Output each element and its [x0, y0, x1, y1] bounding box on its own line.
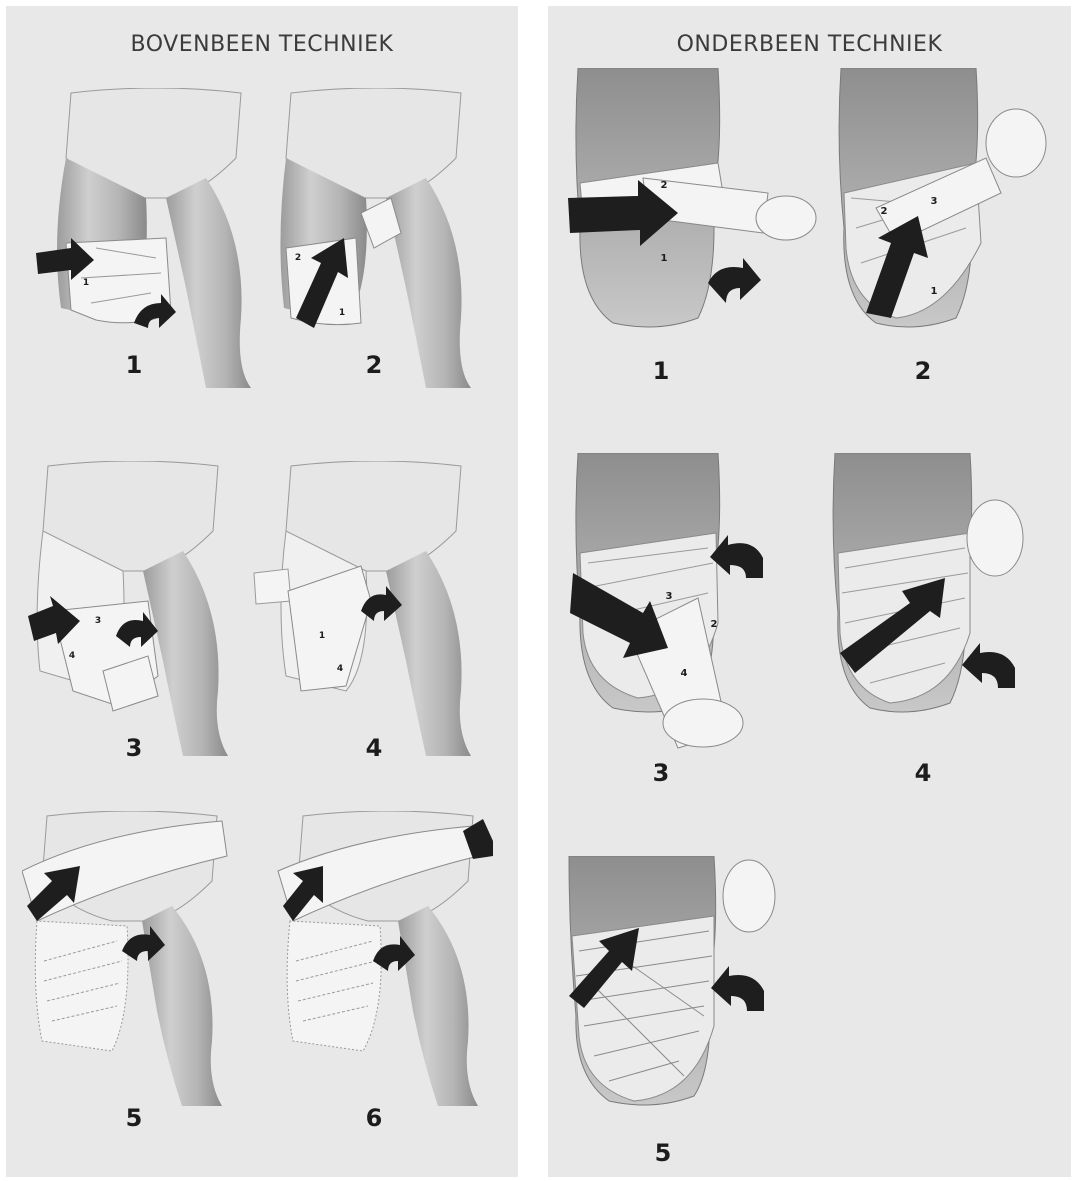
step-number: 6	[359, 1104, 389, 1132]
callout-label: 1	[928, 286, 940, 297]
callout-label: 3	[92, 616, 104, 626]
step-number: 5	[648, 1139, 678, 1167]
bandage-roll-icon	[254, 569, 291, 604]
callout-label: 3	[928, 196, 940, 207]
illustration-step-1: 1	[36, 88, 266, 398]
callout-label: 1	[80, 278, 92, 288]
callout-label: 4	[334, 664, 346, 674]
callout-label: 2	[708, 619, 720, 630]
step-number: 3	[646, 759, 676, 787]
onderbeen-panel: ONDERBEEN TECHNIEK 2 1 1 2 3 1 2	[548, 6, 1071, 1177]
curved-arrow-icon	[962, 643, 1015, 688]
step-number: 4	[359, 734, 389, 762]
callout-label: 2	[878, 206, 890, 217]
step-number: 1	[646, 357, 676, 385]
callout-label: 4	[678, 668, 690, 679]
illustration-step-2: 2 3 1	[836, 68, 1061, 338]
step-number: 3	[119, 734, 149, 762]
illustration-step-3: 3 4	[28, 461, 258, 761]
illustration-step-6	[268, 811, 508, 1111]
curved-arrow-icon	[711, 966, 764, 1011]
callout-label: 2	[292, 253, 304, 263]
bandage-roll-icon	[723, 860, 775, 932]
illustration-step-3: 3 2 4	[568, 453, 813, 753]
bandage-roll-icon	[663, 699, 743, 747]
panel-title: BOVENBEEN TECHNIEK	[6, 32, 518, 57]
step-number: 4	[908, 759, 938, 787]
illustration-step-5	[22, 811, 252, 1111]
step-number: 2	[359, 351, 389, 379]
callout-label: 2	[658, 180, 670, 191]
bandage-roll-icon	[967, 500, 1023, 576]
callout-label: 1	[336, 308, 348, 318]
callout-label: 3	[663, 591, 675, 602]
bandage-roll-icon	[756, 196, 816, 240]
step-number: 1	[119, 351, 149, 379]
callout-label: 4	[66, 651, 78, 661]
bandage-roll-icon	[986, 109, 1046, 177]
bovenbeen-panel: BOVENBEEN TECHNIEK 1 1 2 1 2	[6, 6, 518, 1177]
step-number: 5	[119, 1104, 149, 1132]
callout-label: 1	[316, 631, 328, 641]
panel-title: ONDERBEEN TECHNIEK	[548, 32, 1071, 57]
illustration-step-4	[830, 453, 1060, 733]
illustration-step-1: 2 1	[568, 68, 823, 338]
curved-arrow-icon	[708, 258, 761, 303]
illustration-step-2: 2 1	[276, 88, 506, 398]
callout-label: 1	[658, 253, 670, 264]
step-number: 2	[908, 357, 938, 385]
illustration-step-5	[564, 856, 794, 1116]
illustration-step-4: 1 4	[246, 461, 496, 761]
